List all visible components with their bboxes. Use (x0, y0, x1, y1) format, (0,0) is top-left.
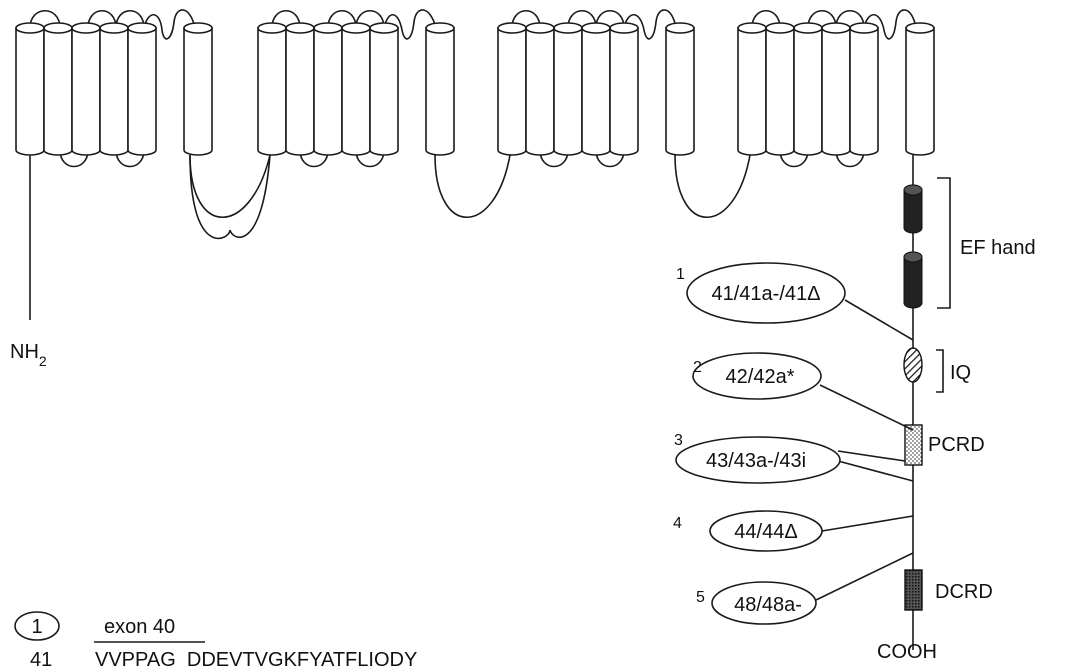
helix-segment (526, 23, 554, 155)
splice-connector-2 (820, 385, 913, 430)
helix-segment (286, 23, 314, 155)
splice-site-4-exons: 44/44Δ (734, 521, 797, 543)
splice-connector-4 (822, 516, 913, 531)
loop-i-ii-main (190, 155, 270, 217)
helix-segment (426, 23, 454, 155)
helix-segment (314, 23, 342, 155)
helix-segment (128, 23, 156, 155)
helix-segment (850, 23, 878, 155)
c-terminus-label: COOH (877, 641, 937, 663)
pcrd-domain (905, 425, 922, 465)
helix-segment (822, 23, 850, 155)
n-terminus-label: NH2 (10, 341, 47, 369)
helix-segment (72, 23, 100, 155)
splice-site-1-exons: 41/41a-/41Δ (712, 283, 821, 305)
helix-segment (794, 23, 822, 155)
iq-bracket (936, 350, 943, 392)
helix-segment (666, 23, 694, 155)
legend-row-number: 41 (30, 649, 52, 666)
helix-segment (610, 23, 638, 155)
iq-label: IQ (950, 362, 971, 384)
splice-connector-3b (838, 461, 913, 481)
helix-segment (582, 23, 610, 155)
loop-ii-iii (435, 155, 510, 217)
dcrd-label: DCRD (935, 581, 993, 603)
helix-segment (100, 23, 128, 155)
helix-segment (342, 23, 370, 155)
splice-connector-5 (816, 553, 913, 600)
splice-connector-1 (845, 300, 913, 340)
transmembrane-helices (16, 23, 934, 155)
helix-segment (554, 23, 582, 155)
legend-exon-label: exon 40 (104, 616, 175, 638)
helix-segment (16, 23, 44, 155)
loop-iii-iv (675, 155, 750, 217)
ef-hand-bracket (937, 178, 950, 308)
splice-site-2-number: 2 (693, 359, 702, 376)
splice-connector-3a (838, 451, 905, 461)
helix-segment (498, 23, 526, 155)
dcrd-domain (905, 570, 922, 610)
loop-i-ii (190, 155, 270, 238)
splice-site-5-number: 5 (696, 589, 705, 606)
helix-segment (184, 23, 212, 155)
helix-segment (906, 23, 934, 155)
helix-segment (370, 23, 398, 155)
legend-circle-number: 1 (31, 616, 42, 638)
helix-segment (766, 23, 794, 155)
iq-motif (904, 348, 922, 382)
splice-site-2-exons: 42/42a* (726, 366, 795, 388)
splice-site-1-number: 1 (676, 266, 685, 283)
pcrd-label: PCRD (928, 434, 985, 456)
splice-site-3-exons: 43/43a-/43i (706, 450, 806, 472)
helix-segment (738, 23, 766, 155)
helix-segment (258, 23, 286, 155)
helix-segment (44, 23, 72, 155)
splice-site-4-number: 4 (673, 515, 682, 532)
ef-hand-label: EF hand (960, 237, 1036, 259)
splice-site-5-exons: 48/48a- (734, 594, 802, 616)
legend-sequence: VVPPAG DDEVTVGKFYATFLIQDY (95, 649, 417, 666)
splice-site-3-number: 3 (674, 432, 683, 449)
